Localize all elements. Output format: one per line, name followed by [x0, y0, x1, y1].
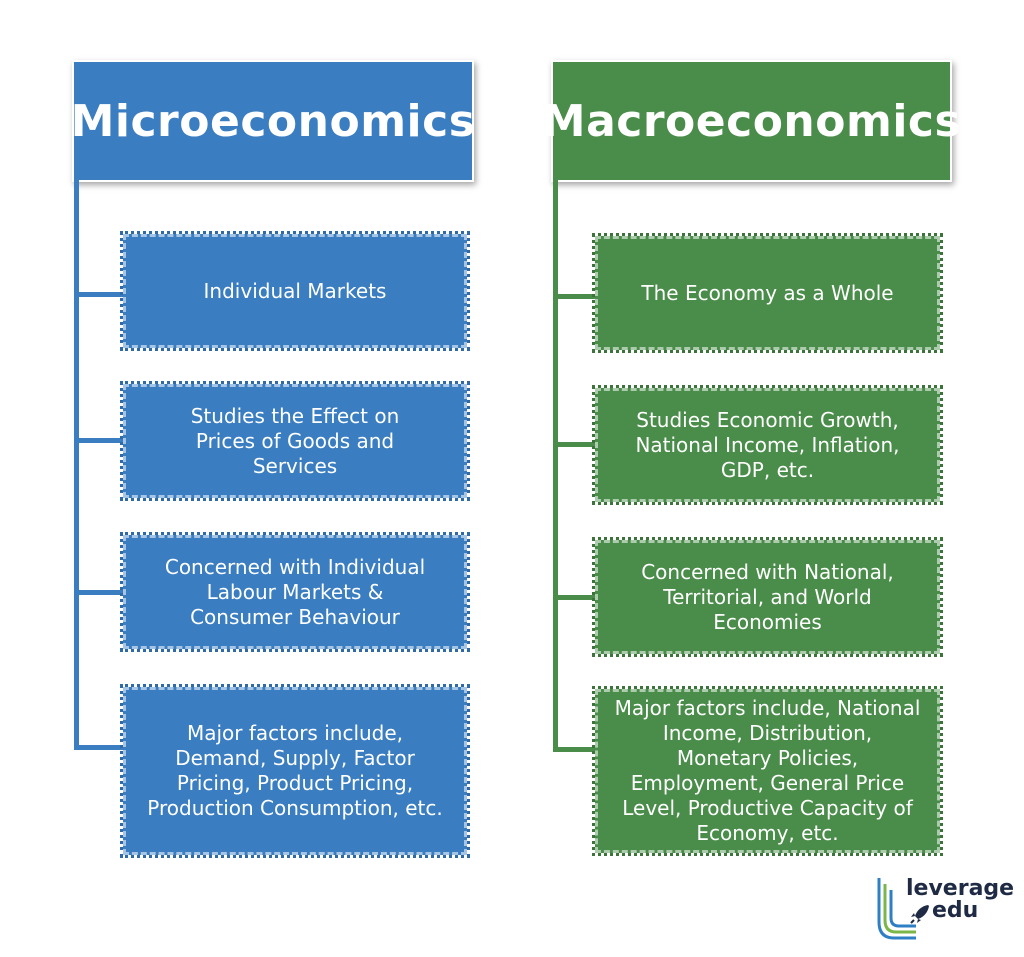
macro-item-3-text: Concerned with National, Territorial, an… [641, 559, 894, 634]
micro-branch-4 [74, 745, 124, 750]
micro-item-3: Concerned with Individual Labour Markets… [120, 532, 470, 652]
macro-item-2: Studies Economic Growth, National Income… [592, 385, 943, 505]
micro-branch-2 [74, 438, 124, 443]
micro-trunk-line [74, 180, 79, 750]
macro-trunk-line [553, 180, 558, 752]
micro-branch-3 [74, 590, 124, 595]
macroeconomics-title: Macroeconomics [541, 95, 962, 147]
micro-item-3-text: Concerned with Individual Labour Markets… [164, 554, 426, 629]
macro-item-4: Major factors include, National Income, … [592, 686, 943, 856]
macro-branch-4 [553, 747, 596, 752]
logo-text-edu: edu [932, 898, 979, 923]
micro-branch-1 [74, 292, 124, 297]
macro-item-1: The Economy as a Whole [592, 233, 943, 353]
rocket-icon [910, 905, 929, 924]
macro-branch-1 [553, 294, 596, 299]
macro-item-1-text: The Economy as a Whole [641, 280, 894, 305]
microeconomics-title: Microeconomics [70, 95, 476, 147]
leverage-edu-logo-mark [877, 878, 916, 940]
macroeconomics-header: Macroeconomics [542, 62, 961, 180]
micro-item-1: Individual Markets [120, 231, 470, 351]
micro-item-2-text: Studies the Effect on Prices of Goods an… [190, 403, 400, 478]
micro-item-4-text: Major factors include, Demand, Supply, F… [147, 721, 443, 820]
micro-item-1-text: Individual Markets [203, 278, 387, 303]
logo-text-leverage: leverage [906, 876, 1015, 901]
leverage-edu-logo: leverage edu [876, 876, 1014, 946]
macro-item-2-text: Studies Economic Growth, National Income… [635, 407, 900, 482]
micro-item-4: Major factors include, Demand, Supply, F… [120, 684, 470, 858]
macro-item-3: Concerned with National, Territorial, an… [592, 537, 943, 657]
micro-item-2: Studies the Effect on Prices of Goods an… [120, 381, 470, 501]
microeconomics-header: Microeconomics [71, 62, 475, 180]
macro-branch-2 [553, 442, 596, 447]
macro-item-4-text: Major factors include, National Income, … [614, 696, 921, 845]
macro-branch-3 [553, 595, 596, 600]
